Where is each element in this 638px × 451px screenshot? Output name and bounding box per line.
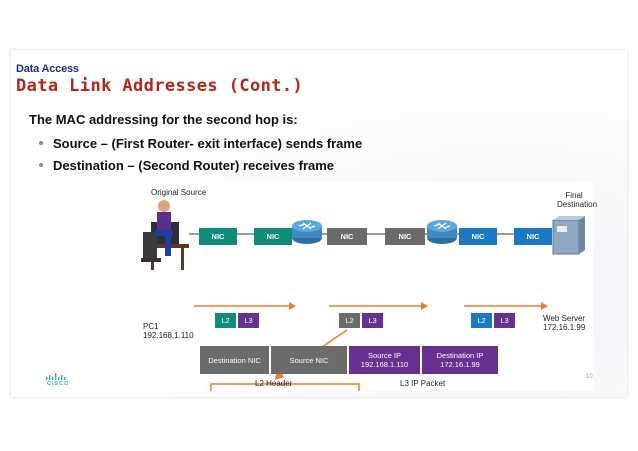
web-server-label: Web Server 172.16.1.99 — [543, 314, 585, 332]
nic-router2-out: NIC — [459, 228, 497, 245]
hop3-l3-tag: L3 — [494, 313, 515, 328]
pc1-ip: 192.168.1.110 — [143, 331, 194, 340]
l3-packet-label: L3 IP Packet — [400, 379, 446, 388]
hop1-l2-tag: L2 — [215, 313, 236, 328]
hop3-l2-tag: L2 — [471, 313, 492, 328]
hop2-l2-tag: L2 — [339, 313, 360, 328]
l2-header-bracket — [210, 383, 360, 391]
slide-title: Data Link Addresses (Cont.) — [16, 76, 304, 96]
bullet-destination: Destination – (Second Router) receives f… — [39, 158, 362, 173]
bullet-source: Source – (First Router- exit interface) … — [39, 136, 362, 151]
frame-source-ip-label: Source IP — [368, 351, 401, 360]
frame-source-ip-value: 192.168.1.110 — [360, 360, 409, 369]
hop1-l3-tag: L3 — [238, 313, 259, 328]
web-server-name: Web Server — [543, 314, 586, 323]
bullet-list: Source – (First Router- exit interface) … — [39, 136, 362, 180]
router-2-icon — [427, 220, 457, 244]
final-destination-line2: Destination — [557, 200, 598, 209]
nic-server: NIC — [514, 228, 552, 245]
page-number: 10 — [586, 374, 593, 380]
bullet-dot-icon — [39, 141, 43, 145]
pc-user-icon — [141, 200, 189, 270]
slide: Data Access Data Link Addresses (Cont.) … — [11, 50, 627, 397]
bullet-dot-icon — [39, 163, 43, 167]
router-1-icon — [292, 220, 322, 244]
nic-router1-in: NIC — [254, 228, 292, 245]
pc1-name: PC1 — [143, 322, 159, 331]
bullet-destination-text: Destination – (Second Router) receives f… — [53, 158, 335, 173]
pc1-label: PC1 192.168.1.110 — [143, 322, 194, 340]
l2-header-label: L2 Header — [255, 379, 293, 388]
frame-source-ip: Source IP 192.168.1.110 — [349, 346, 420, 374]
section-label: Data Access — [16, 63, 79, 75]
web-server-ip: 172.16.1.99 — [543, 323, 586, 332]
frame-source-nic: Source NIC — [271, 346, 347, 374]
nic-pc1: NIC — [199, 228, 237, 245]
original-source-label: Original Source — [151, 188, 207, 197]
hop2-l3-tag: L3 — [362, 313, 383, 328]
topology-graphic — [141, 200, 585, 391]
bullet-source-text: Source – (First Router- exit interface) … — [53, 136, 363, 151]
nic-router1-out: NIC — [327, 228, 367, 245]
frame-destination-ip-label: Destination IP — [436, 351, 484, 360]
nic-router2-in: NIC — [385, 228, 425, 245]
cisco-logo: CISCO — [43, 372, 75, 388]
web-server-icon — [552, 216, 585, 255]
final-destination-label: Final Destination — [557, 191, 597, 209]
frame-destination-ip: Destination IP 172.16.1.99 — [422, 346, 498, 374]
final-destination-line1: Final — [565, 191, 583, 200]
cisco-logo-text: CISCO — [47, 381, 70, 387]
intro-text: The MAC addressing for the second hop is… — [29, 112, 298, 127]
frame-destination-ip-value: 172.16.1.99 — [440, 360, 480, 369]
cisco-bars-icon — [46, 373, 66, 380]
frame-destination-nic: Destination NIC — [200, 346, 269, 374]
